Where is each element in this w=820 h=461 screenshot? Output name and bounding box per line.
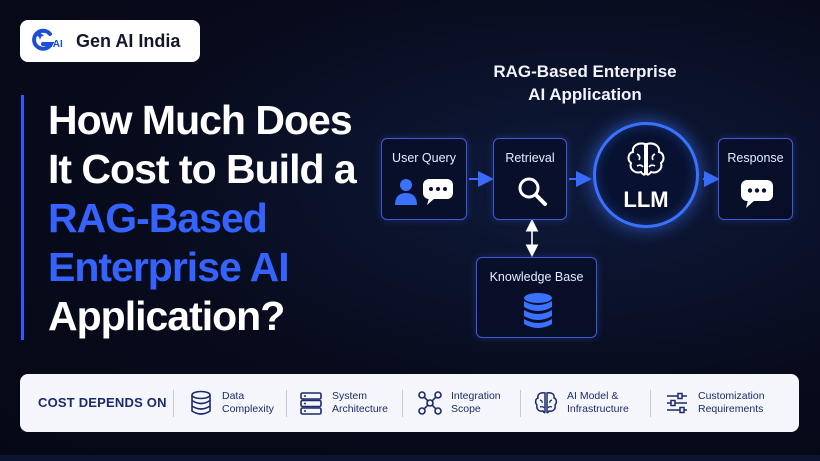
diagram-title: RAG-Based Enterprise AI Application <box>455 60 715 106</box>
database-icon <box>191 390 211 415</box>
network-icon <box>418 391 442 415</box>
brand-name: Gen AI India <box>76 30 181 51</box>
factor-system-architecture: System Architecture <box>298 374 388 432</box>
node-label: Response <box>727 151 784 165</box>
logo-suffix: .AI <box>50 39 63 50</box>
divider <box>286 390 287 417</box>
factor-data-complexity: Data Complexity <box>188 374 274 432</box>
cost-heading: COST DEPENDS ON <box>38 395 167 410</box>
divider <box>402 390 403 417</box>
factor-label: Integration Scope <box>451 390 501 415</box>
node-label: Knowledge Base <box>489 270 584 284</box>
node-llm: LLM <box>593 122 699 228</box>
cost-factors-bar: COST DEPENDS ON Data Complexity System A… <box>20 374 799 432</box>
factor-integration-scope: Integration Scope <box>417 374 501 432</box>
bottom-edge <box>0 455 820 461</box>
brain-icon <box>627 142 665 176</box>
headline-line: Application? <box>48 293 285 339</box>
chat-icon <box>741 180 773 208</box>
divider <box>650 390 651 417</box>
database-icon <box>524 293 552 328</box>
node-label: User Query <box>392 151 456 165</box>
brain-icon <box>534 392 558 414</box>
node-label: LLM <box>623 187 669 212</box>
factor-ai-model-infrastructure: AI Model & Infrastructure <box>533 374 629 432</box>
headline: How Much Does It Cost to Build a RAG-Bas… <box>48 96 368 341</box>
factor-label: System Architecture <box>332 390 389 415</box>
server-icon <box>300 392 322 415</box>
headline-accent-bar <box>21 95 24 340</box>
search-icon <box>518 177 547 206</box>
factor-label: AI Model & Infrastructure <box>567 390 629 415</box>
sliders-icon <box>667 392 687 414</box>
node-label: Retrieval <box>505 151 555 165</box>
user-chat-icon <box>395 179 453 205</box>
headline-line: How Much Does <box>48 97 353 143</box>
headline-line: It Cost to Build a <box>48 146 357 192</box>
node-response: Response <box>718 138 793 220</box>
node-knowledge-base: Knowledge Base <box>476 257 597 338</box>
headline-line-highlight: RAG-Based <box>48 195 268 241</box>
node-retrieval: Retrieval <box>493 138 567 220</box>
divider <box>173 390 174 417</box>
node-user-query: User Query <box>381 138 467 220</box>
brand-logo: .AI Gen AI India <box>20 20 200 62</box>
diagram-title-line: AI Application <box>528 85 642 104</box>
headline-line-highlight: Enterprise AI <box>48 244 290 290</box>
divider <box>520 390 521 417</box>
diagram-title-line: RAG-Based Enterprise <box>493 62 677 81</box>
genai-logo-icon: .AI <box>30 28 66 54</box>
factor-customization-requirements: Customization Requirements <box>664 374 765 432</box>
factor-label: Data Complexity <box>222 390 274 415</box>
factor-label: Customization Requirements <box>698 390 765 415</box>
